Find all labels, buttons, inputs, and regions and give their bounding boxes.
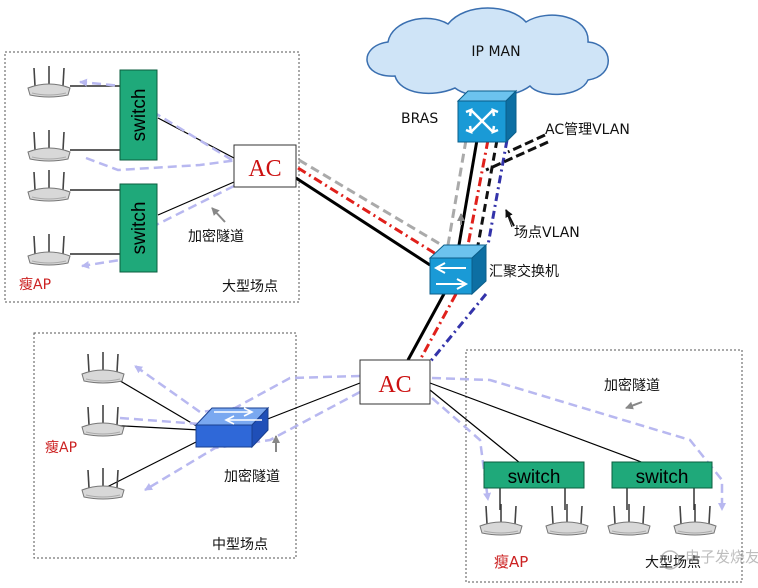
- tunnel-arrow-tl-2: [85, 156, 239, 172]
- ap-icon-tl-3: [27, 170, 71, 202]
- ap-icon-br-3: [607, 504, 651, 536]
- medium-site-box: [33, 332, 297, 559]
- switch-label-br-1: switch: [508, 467, 561, 488]
- link-aggregation-ac-center: [406, 291, 447, 361]
- ac-mgmt-vlan-pointer-2: [485, 140, 549, 172]
- cloud-label: IP MAN: [471, 44, 520, 60]
- path-red-ac-center: [418, 293, 458, 361]
- link-medium-switch-ac: [264, 382, 361, 421]
- path-blue-bras: [486, 139, 509, 246]
- tunnel-arrow-m-1: [134, 364, 361, 414]
- ap-icon-br-4: [673, 504, 717, 536]
- ac-label-top-left: AC: [248, 156, 281, 182]
- thin-ap-label-m: 瘦AP: [45, 439, 77, 456]
- path-gray-ac-top: [298, 158, 441, 246]
- aggregation-switch-icon: [428, 243, 488, 296]
- link-bras-aggregation: [457, 139, 479, 246]
- large-site-box-bottom-right: [465, 349, 743, 583]
- ac-mgmt-vlan-pointer: [507, 133, 546, 154]
- link-ac-top-aggregation: [295, 176, 431, 267]
- ap-icon-br-2: [545, 504, 589, 536]
- ac-box-top-left: [233, 144, 297, 188]
- ap-icon-m-2: [81, 405, 125, 437]
- watermark-text: 电子发烧友: [685, 548, 758, 566]
- ap-icon-tl-1: [27, 66, 71, 98]
- site-vlan-pointer: [505, 210, 513, 228]
- tunnel-pointer-br: [625, 401, 643, 410]
- tunnel-up-arrow-black: [505, 209, 515, 227]
- ac-mgmt-vlan-label: AC管理VLAN: [545, 122, 630, 138]
- site-vlan-label: 场点VLAN: [514, 225, 580, 241]
- path-gray-bras: [446, 139, 468, 246]
- link-switch2-ac: [157, 181, 235, 216]
- link-ac-center-switch-br1: [429, 389, 521, 464]
- tunnel-label-br: 加密隧道: [604, 377, 660, 394]
- path-black-dash-bras: [476, 139, 499, 246]
- link-ac-center-switch-br2: [429, 382, 645, 464]
- watermark-logo: 电子发烧友: [660, 548, 758, 570]
- thin-ap-label-tl: 瘦AP: [19, 276, 51, 293]
- medium-site-label: 中型场点: [212, 537, 268, 553]
- thin-ap-label-br: 瘦AP: [494, 553, 528, 571]
- switch-label-tl-2: switch: [129, 202, 150, 255]
- ap-icon-tl-2: [27, 130, 71, 162]
- large-site-label-tl: 大型场点: [222, 279, 278, 295]
- large-site-label-br: 大型场点: [645, 555, 701, 571]
- medium-site-switch-icon: [194, 406, 270, 449]
- ac-box-center: [359, 359, 431, 405]
- bras-router-icon: [456, 89, 518, 144]
- tunnel-label-m: 加密隧道: [224, 468, 280, 485]
- ap-icon-br-1: [479, 504, 523, 536]
- tunnel-pointer-tl: [211, 207, 226, 223]
- ap-icon-m-3: [81, 468, 125, 500]
- switch-box-tl-2: [119, 183, 158, 273]
- switch-label-br-2: switch: [636, 467, 689, 488]
- switch-box-tl-1: [119, 69, 158, 161]
- tunnel-label-tl: 加密隧道: [188, 228, 244, 245]
- path-red-ac-top: [297, 166, 437, 256]
- link-ap-m3-switch: [104, 439, 201, 489]
- path-red-bras: [466, 139, 490, 246]
- tunnel-arrow-br-1: [431, 376, 726, 511]
- bras-label: BRAS: [401, 111, 438, 127]
- switch-label-tl-1: switch: [129, 89, 150, 142]
- tunnel-arrow-br-2: [431, 397, 492, 501]
- path-blue-ac-center: [428, 293, 488, 363]
- switch-box-br-2: [611, 461, 713, 489]
- aggregation-switch-label: 汇聚交换机: [489, 263, 559, 280]
- switch-box-br-1: [483, 461, 585, 489]
- ap-icon-m-1: [81, 352, 125, 384]
- ap-icon-tl-4: [27, 234, 71, 266]
- ac-label-center: AC: [378, 372, 411, 398]
